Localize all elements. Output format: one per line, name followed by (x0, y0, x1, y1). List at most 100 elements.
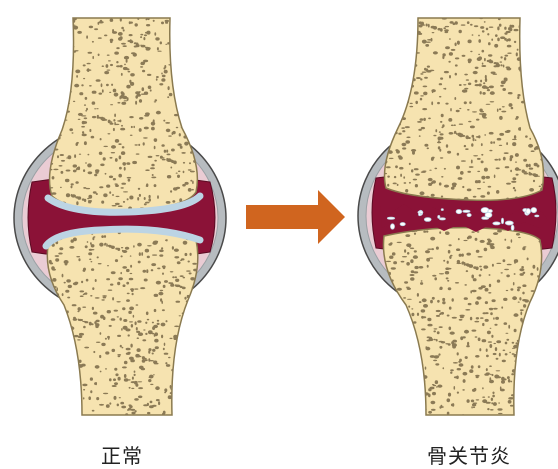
bone-pore (447, 151, 451, 154)
bone-pore (100, 371, 102, 373)
bone-pore (512, 296, 517, 300)
bone-pore (401, 261, 405, 263)
bone-pore (169, 338, 172, 339)
bone-pore (429, 170, 431, 171)
bone-pore (534, 400, 537, 402)
bone-pore (523, 368, 525, 371)
bone-pore (134, 42, 137, 44)
bone-pore (188, 79, 191, 81)
bone-pore (425, 367, 427, 370)
bone-pore (162, 75, 166, 78)
bone-pore (485, 288, 489, 292)
bone-pore (52, 334, 54, 336)
bone-pore (517, 49, 519, 51)
bone-pore (489, 59, 492, 63)
bone-pore (147, 74, 151, 76)
bone-pore (504, 57, 506, 60)
bone-pore (81, 84, 83, 86)
bone-pore (69, 58, 72, 60)
bone-pore (480, 240, 485, 243)
bone-pore (432, 297, 435, 300)
bone-pore (123, 96, 127, 99)
bone-pore (391, 96, 394, 98)
bone-pore (426, 231, 428, 233)
bone-pore (526, 164, 529, 168)
bone-pore (96, 397, 99, 400)
bone-pore (67, 51, 71, 55)
bone-pore (66, 170, 71, 172)
bone-pore (428, 394, 431, 398)
bone-pore (88, 171, 93, 174)
bone-pore (481, 65, 486, 67)
bone-pore (410, 259, 413, 263)
bone-pore (122, 146, 125, 148)
bone-pore (535, 29, 538, 32)
bone-pore (421, 127, 425, 129)
bone-pore (121, 406, 126, 409)
cartilage-fragment (463, 210, 470, 212)
bone-pore (512, 177, 516, 180)
bone-pore (533, 36, 535, 37)
bone-pore (404, 95, 408, 97)
bone-pore (404, 73, 408, 75)
bone-pore (406, 406, 409, 410)
bone-pore (46, 389, 51, 391)
bone-pore (498, 402, 500, 404)
bone-pore (190, 134, 193, 136)
bone-pore (439, 288, 442, 289)
bone-pore (457, 153, 459, 156)
bone-pore (66, 59, 68, 61)
bone-pore (84, 104, 86, 106)
bone-pore (50, 361, 54, 364)
bone-pore (499, 24, 502, 27)
bone-pore (158, 51, 162, 52)
bone-pore (534, 71, 537, 74)
bone-pore (72, 304, 77, 306)
bone-pore (507, 246, 511, 249)
bone-pore (67, 91, 71, 93)
bone-pore (94, 174, 97, 177)
bone-pore (127, 198, 129, 200)
bone-pore (176, 96, 179, 99)
bone-pore (176, 173, 178, 174)
bone-pore (482, 63, 484, 65)
bone-pore (106, 278, 110, 280)
bone-pore (80, 290, 85, 292)
bone-pore (185, 253, 188, 256)
bone-pore (410, 46, 414, 49)
bone-pore (414, 233, 416, 235)
bone-pore (123, 284, 126, 287)
bone-pore (404, 83, 406, 85)
bone-pore (460, 171, 464, 175)
bone-pore (437, 102, 440, 104)
bone-pore (57, 367, 61, 370)
caption-normal: 正常 (101, 440, 143, 469)
bone-pore (422, 298, 427, 302)
bone-pore (113, 128, 115, 131)
cartilage-fragment (439, 218, 445, 220)
bone-pore (163, 285, 166, 288)
bone-pore (160, 156, 163, 159)
bone-pore (395, 306, 398, 310)
bone-pore (69, 128, 73, 131)
bone-pore (533, 405, 538, 408)
bone-pore (98, 54, 100, 57)
bone-pore (398, 71, 400, 73)
bone-pore (435, 129, 437, 132)
bone-pore (51, 192, 56, 195)
bone-pore (514, 273, 516, 275)
bone-pore (190, 151, 192, 154)
bone-pore (74, 154, 76, 158)
bone-pore (385, 142, 387, 144)
bone-pore (507, 39, 511, 42)
bone-pore (412, 400, 415, 401)
bone-pore (85, 162, 87, 163)
bone-pore (526, 383, 529, 386)
bone-pore (482, 177, 485, 179)
bone-pore (421, 395, 424, 397)
bone-pore (74, 84, 79, 88)
cartilage-fragment (526, 209, 531, 215)
bone-pore (525, 410, 528, 414)
bone-pore (125, 328, 130, 331)
